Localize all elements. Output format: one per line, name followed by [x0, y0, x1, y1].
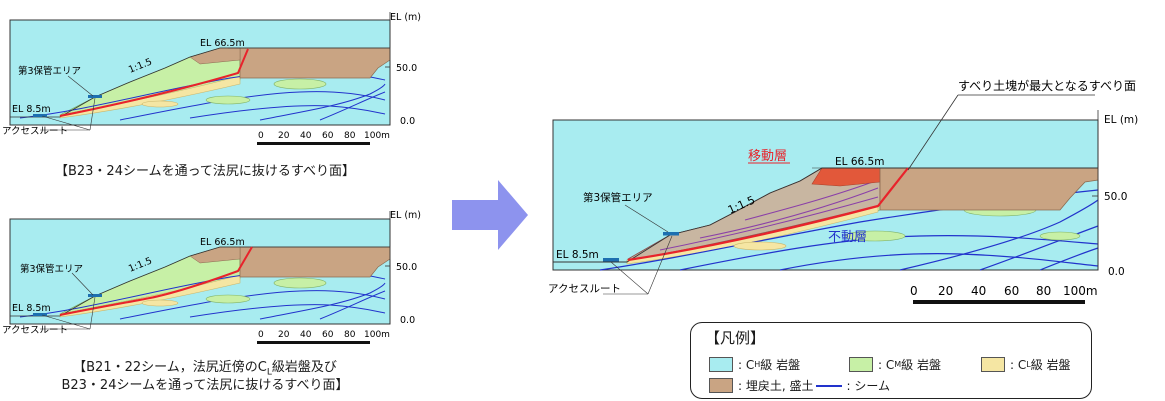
panel3-axis-50: 50.0 — [1104, 191, 1127, 203]
legend-cm-label: : C — [878, 357, 895, 372]
panel2-scale-tick: 60 — [322, 330, 334, 340]
panel2-axis-0: 0.0 — [400, 315, 415, 326]
access-route-marker — [33, 114, 47, 117]
legend-fill-soil: : 埋戻土, 盛土 : シーム — [709, 377, 890, 394]
panel3-scale-tick: 80 — [1036, 284, 1051, 298]
panel-3-section — [552, 94, 1099, 304]
panel3-axis-unit: EL (m) — [1104, 114, 1138, 126]
legend-cl-label: : C — [1010, 357, 1027, 372]
panel3-fixed-layer: 不動層 — [828, 230, 867, 245]
panel2-elevation-bottom: EL 8.5m — [12, 303, 51, 314]
legend-ch-sub: H — [754, 360, 761, 369]
storage-area-marker — [88, 294, 102, 297]
legend-title: 【凡例】 — [705, 329, 766, 347]
panel3-moving-layer: 移動層 — [748, 149, 787, 164]
access-route-marker — [33, 313, 47, 316]
panel1-scale-tick: 40 — [300, 131, 312, 141]
panel2-scale-tick: 0 — [258, 330, 264, 340]
panel1-axis-0: 0.0 — [400, 116, 415, 127]
panel2-elevation-top: EL 66.5m — [200, 237, 245, 248]
panel3-access-route: アクセスルート — [548, 283, 621, 295]
panel3-axis-0: 0.0 — [1108, 266, 1125, 278]
panel3-callout: すべり土塊が最大となるすべり面 — [958, 78, 1136, 93]
panel2-scale-tick: 40 — [300, 330, 312, 340]
panel1-axis-unit: EL (m) — [390, 12, 421, 23]
transition-arrow — [452, 180, 528, 250]
cm-rock-swatch — [849, 357, 873, 372]
panel2-access-route: アクセスルート — [2, 325, 68, 336]
panel1-storage-area: 第3保管エリア — [18, 65, 81, 77]
panel2-caption-sub: L — [266, 367, 272, 378]
storage-area-marker — [663, 232, 679, 236]
legend-cm-end: 級 岩盤 — [901, 358, 941, 372]
panel3-elevation-top: EL 66.5m — [835, 156, 884, 168]
panel2-caption-text: 【B21・22シーム，法尻近傍のC — [73, 360, 267, 375]
panel2-scale-tick: 100m — [364, 330, 390, 340]
access-route-marker — [603, 258, 619, 262]
panel3-scale-tick: 0 — [910, 284, 918, 298]
panel3-storage-area: 第3保管エリア — [583, 191, 653, 204]
legend-seam-label: : シーム — [846, 379, 891, 393]
panel3-scale-tick: 20 — [938, 284, 953, 298]
panel3-elevation-bottom: EL 8.5m — [556, 249, 599, 261]
panel2-caption-text-end: 級岩盤及び — [271, 360, 337, 375]
fill-soil-swatch — [709, 378, 733, 393]
panel1-access-route: アクセスルート — [2, 126, 68, 137]
panel2-axis-50: 50.0 — [396, 262, 417, 273]
panel2-caption-line2: B23・24シームを通って法尻に抜けるすべり面】 — [61, 378, 349, 393]
panel3-scale-tick: 40 — [971, 284, 986, 298]
panel2-axis-unit: EL (m) — [390, 210, 421, 221]
panel3-scale-tick: 100m — [1063, 284, 1098, 298]
panel2-storage-area: 第3保管エリア — [20, 263, 83, 275]
panel1-elevation-top: EL 66.5m — [200, 38, 245, 49]
scale-bar — [913, 300, 1085, 304]
panel1-elevation-bottom: EL 8.5m — [12, 104, 51, 115]
panel1-scale-tick: 20 — [278, 131, 290, 141]
panel1-scale-tick: 80 — [344, 131, 356, 141]
panel2-scale-tick: 20 — [278, 330, 290, 340]
legend-ch-end: 級 岩盤 — [760, 358, 801, 372]
panel1-scale-tick: 60 — [322, 131, 334, 141]
seam-line-swatch — [815, 384, 842, 387]
panel1-scale-tick: 100m — [364, 131, 390, 141]
scale-bar — [257, 142, 370, 145]
panel-2-section — [9, 211, 391, 344]
legend-fill-label: : 埋戻土, 盛土 — [738, 379, 814, 393]
panel-1-section — [9, 12, 391, 145]
storage-area-marker — [88, 95, 102, 98]
scale-bar — [257, 341, 370, 344]
legend-cm-sub: M — [894, 360, 902, 369]
cl-rock-swatch — [981, 357, 1005, 372]
panel1-scale-tick: 0 — [258, 131, 264, 141]
panel2-caption-line1: 【B21・22シーム，法尻近傍のCL級岩盤及び — [20, 356, 390, 378]
panel2-scale-tick: 80 — [344, 330, 356, 340]
legend-cl-end: 級 岩盤 — [1030, 358, 1071, 372]
panel3-scale-tick: 60 — [1004, 284, 1019, 298]
panel1-axis-50: 50.0 — [396, 63, 417, 74]
ch-rock-swatch — [709, 357, 733, 372]
legend-ch-label: : C — [738, 357, 755, 372]
legend-cl-sub: L — [1026, 360, 1031, 369]
panel1-caption: 【B23・24シームを通って法尻に抜けるすべり面】 — [54, 164, 356, 179]
